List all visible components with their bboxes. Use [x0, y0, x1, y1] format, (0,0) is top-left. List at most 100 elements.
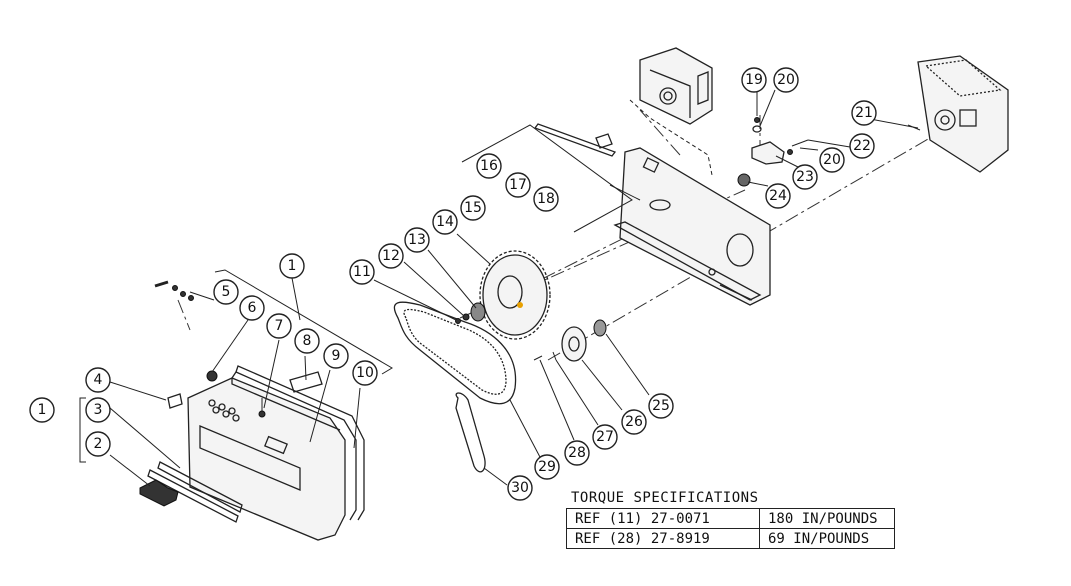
- svg-text:15: 15: [464, 200, 482, 216]
- callout-30: 30: [507, 475, 533, 501]
- callout-3: 3: [85, 397, 111, 423]
- svg-text:30: 30: [511, 480, 529, 496]
- gear-washer: [462, 313, 470, 321]
- pulley-bearing: [593, 319, 607, 337]
- svg-text:12: 12: [382, 248, 400, 264]
- cover-label-decal: [167, 393, 183, 409]
- callout-18: 18: [533, 186, 559, 212]
- callout-17: 17: [505, 172, 531, 198]
- bracket-plate: [595, 133, 613, 149]
- drive-belt: [393, 301, 517, 405]
- callout-11: 11: [349, 259, 375, 285]
- torque-value-cell: 180 IN/POUNDS: [759, 508, 895, 529]
- svg-text:8: 8: [303, 333, 312, 349]
- callout-23: 23: [792, 164, 818, 190]
- callout-5: 5: [213, 279, 239, 305]
- svg-text:3: 3: [94, 402, 103, 418]
- svg-text:20: 20: [777, 72, 795, 88]
- top-bolt: [754, 117, 760, 123]
- torque-ref-cell: REF (28) 27-8919: [566, 528, 760, 549]
- callout-12: 12: [378, 243, 404, 269]
- leader-lines: [109, 89, 919, 487]
- cover-base-plates: [139, 461, 243, 523]
- callout-1-top: 1: [279, 253, 305, 279]
- callout-19: 19: [741, 67, 767, 93]
- svg-text:14: 14: [436, 214, 454, 230]
- gear-hub: [470, 302, 486, 322]
- svg-text:5: 5: [222, 284, 231, 300]
- pulley-key: [552, 351, 557, 361]
- cover-vent-holes: [208, 399, 240, 422]
- callout-20-right: 20: [819, 147, 845, 173]
- svg-text:21: 21: [855, 105, 873, 121]
- callout-25: 25: [648, 393, 674, 419]
- top-washer: [752, 125, 762, 133]
- svg-text:18: 18: [537, 191, 555, 207]
- callout-16: 16: [476, 153, 502, 179]
- callout-15: 15: [460, 195, 486, 221]
- svg-text:24: 24: [769, 188, 787, 204]
- large-gear: [479, 250, 551, 340]
- cover-screw: [258, 410, 266, 418]
- pulley-screw: [533, 355, 543, 361]
- mounting-bracket: [613, 147, 771, 306]
- torque-ref-cell: REF (11) 27-0071: [566, 508, 760, 529]
- svg-text:22: 22: [853, 138, 871, 154]
- callout-4: 4: [85, 367, 111, 393]
- callout-27: 27: [592, 424, 618, 450]
- callout-8: 8: [294, 328, 320, 354]
- svg-text:10: 10: [356, 365, 374, 381]
- svg-text:16: 16: [480, 158, 498, 174]
- bracket-strip: [533, 123, 617, 157]
- callout-28: 28: [564, 440, 590, 466]
- svg-text:25: 25: [652, 398, 670, 414]
- callout-10: 10: [352, 360, 378, 386]
- svg-text:17: 17: [509, 177, 527, 193]
- belt-cover: [187, 377, 346, 541]
- callout-24: 24: [765, 183, 791, 209]
- svg-text:20: 20: [823, 152, 841, 168]
- svg-text:6: 6: [248, 300, 257, 316]
- svg-text:28: 28: [568, 445, 586, 461]
- svg-text:29: 29: [538, 459, 556, 475]
- callout-1-left: 1: [29, 397, 55, 423]
- cover-bolts: [154, 280, 194, 331]
- svg-text:11: 11: [353, 264, 371, 280]
- cover-seal-strip: [231, 371, 357, 521]
- callout-9: 9: [323, 343, 349, 369]
- clip-screw: [791, 139, 809, 147]
- torque-spec-title: TORQUE SPECIFICATIONS: [571, 490, 759, 506]
- svg-text:9: 9: [332, 348, 341, 364]
- callout-14: 14: [432, 209, 458, 235]
- upper-gearbox: [639, 47, 713, 125]
- callout-6: 6: [239, 295, 265, 321]
- torque-spec-table: REF (11) 27-0071 180 IN/POUNDS REF (28) …: [566, 508, 895, 549]
- gear-nut: [455, 318, 461, 324]
- clip-nut: [787, 149, 793, 155]
- callout-21: 21: [851, 100, 877, 126]
- small-pulley: [561, 326, 587, 362]
- small-belt: [455, 392, 486, 473]
- cover-knob: [206, 370, 218, 382]
- table-row: REF (11) 27-0071 180 IN/POUNDS: [566, 508, 895, 529]
- svg-text:1: 1: [288, 258, 297, 274]
- svg-text:1: 1: [38, 402, 47, 418]
- shaft-collar: [737, 173, 751, 187]
- callout-7: 7: [266, 313, 292, 339]
- svg-text:7: 7: [275, 318, 284, 334]
- svg-text:19: 19: [745, 72, 763, 88]
- callout-20-top: 20: [773, 67, 799, 93]
- callout-29: 29: [534, 454, 560, 480]
- bracket-clip: [751, 141, 785, 165]
- torque-value-cell: 69 IN/POUNDS: [759, 528, 895, 549]
- svg-text:2: 2: [94, 436, 103, 452]
- cover-trim-strip: [235, 365, 365, 521]
- motor-housing: [917, 55, 1009, 173]
- callout-26: 26: [621, 409, 647, 435]
- table-row: REF (28) 27-8919 69 IN/POUNDS: [566, 528, 895, 549]
- callout-22: 22: [849, 133, 875, 159]
- svg-text:4: 4: [94, 372, 103, 388]
- svg-text:27: 27: [596, 429, 614, 445]
- svg-text:23: 23: [796, 169, 814, 185]
